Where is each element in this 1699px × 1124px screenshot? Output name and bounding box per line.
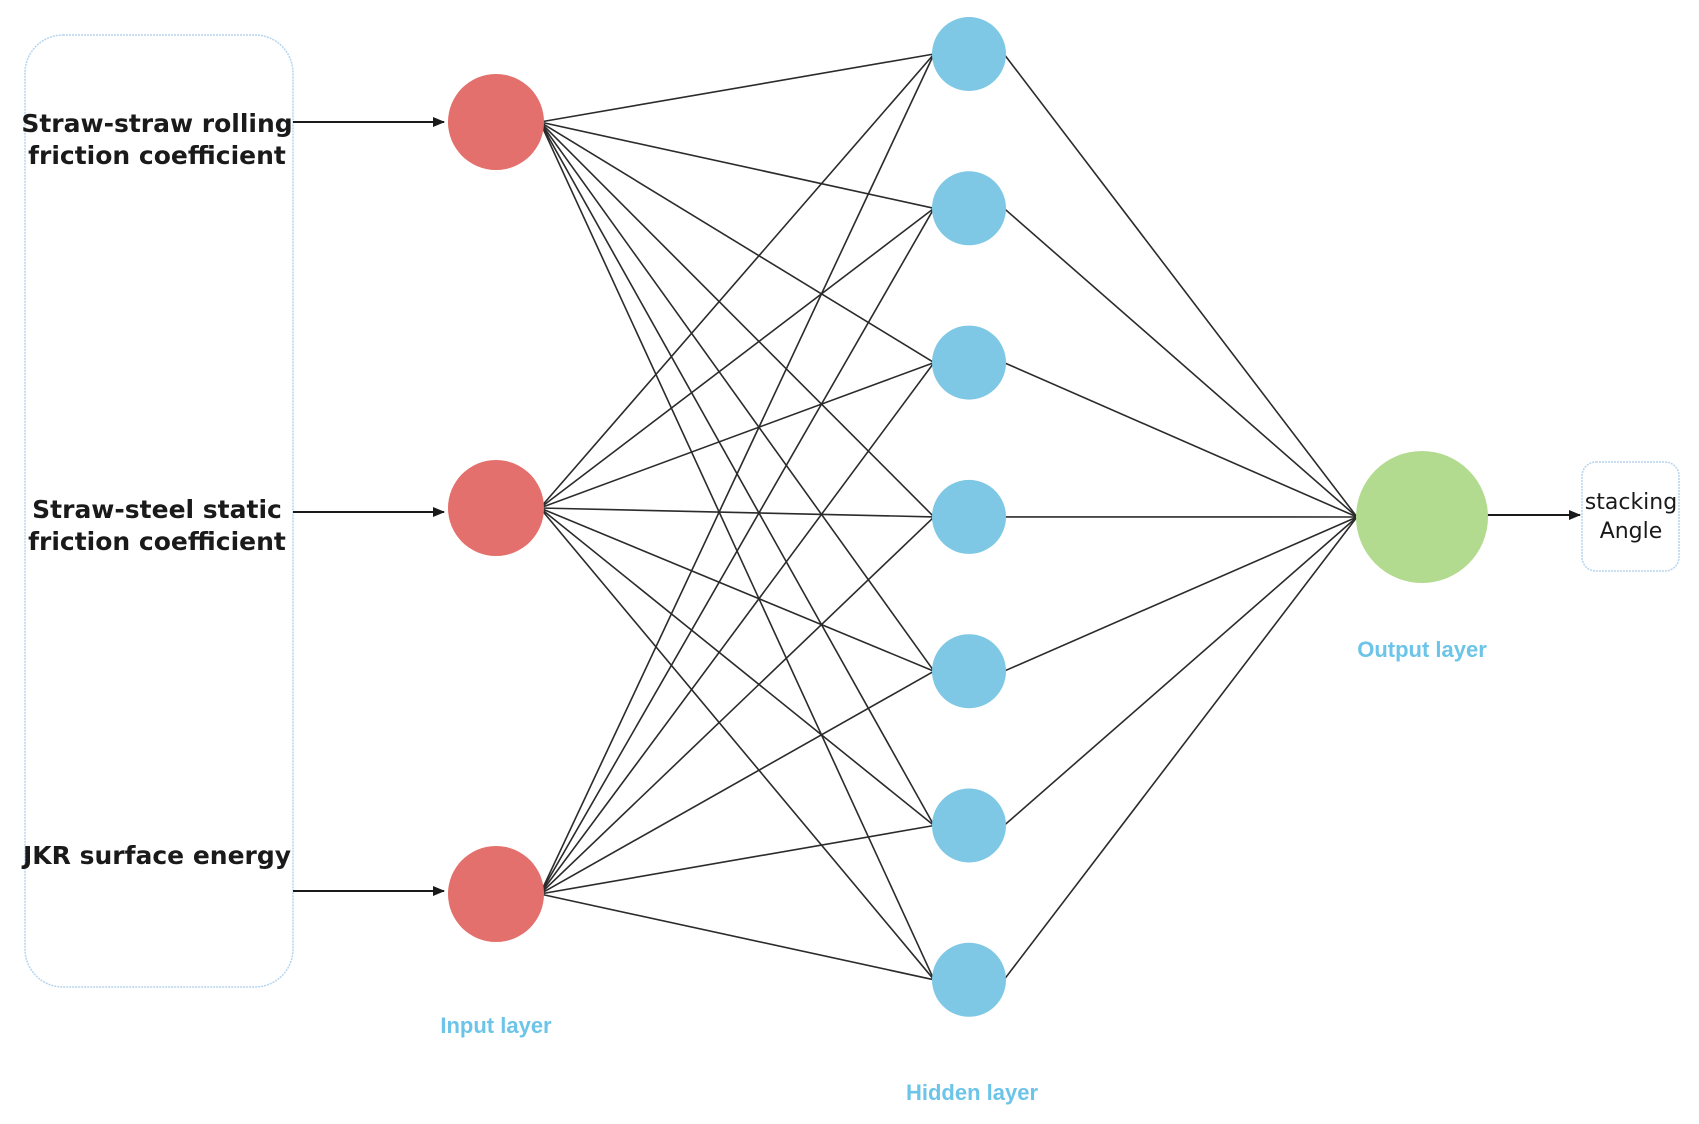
- hidden-node-2: [932, 171, 1006, 246]
- output-layer-nodes: [1356, 451, 1488, 583]
- edge-hidden7-output: [1003, 516, 1358, 981]
- input-label-1-line2: friction coefficient: [28, 141, 286, 170]
- edge-input1-hidden3: [539, 121, 935, 364]
- edge-input1-hidden2: [539, 121, 935, 210]
- input-node-3: [448, 846, 544, 942]
- edge-input3-hidden1: [539, 53, 935, 895]
- output-layer-label: Output layer: [1357, 637, 1487, 662]
- input-node-1: [448, 74, 544, 170]
- edge-input3-hidden7: [539, 893, 935, 981]
- input-features-box: [24, 34, 294, 988]
- edge-input2-hidden4: [539, 507, 935, 518]
- input-label-1-line1: Straw-straw rolling: [21, 109, 292, 138]
- hidden-layer-nodes: [932, 17, 1006, 1017]
- hidden-layer-label: Hidden layer: [906, 1080, 1038, 1105]
- edge-input2-hidden6: [539, 507, 935, 827]
- input-label-2-line1: Straw-steel static: [32, 495, 282, 524]
- input-node-2: [448, 460, 544, 556]
- edge-hidden3-output: [1003, 361, 1358, 518]
- hidden-node-6: [932, 788, 1006, 863]
- edge-input2-hidden3: [539, 361, 935, 509]
- input-label-3: JKR surface energy: [21, 841, 291, 870]
- hidden-node-7: [932, 942, 1006, 1017]
- output-label-line2: Angle: [1600, 519, 1663, 544]
- input-layer-nodes: [448, 74, 544, 942]
- edge-input2-hidden7: [539, 507, 935, 981]
- edge-hidden6-output: [1003, 516, 1358, 827]
- hidden-output-connections: [1003, 53, 1358, 981]
- input-label-2-line2: friction coefficient: [28, 527, 286, 556]
- edge-input3-hidden6: [539, 824, 935, 895]
- hidden-node-4: [932, 479, 1006, 554]
- edge-input3-hidden5: [539, 670, 935, 895]
- input-hidden-connections: [539, 53, 935, 981]
- input-layer-label: Input layer: [440, 1013, 552, 1038]
- edge-input1-hidden1: [539, 53, 935, 123]
- hidden-node-1: [932, 17, 1006, 91]
- edge-hidden2-output: [1003, 207, 1358, 518]
- edge-input2-hidden1: [539, 53, 935, 509]
- edge-hidden1-output: [1003, 53, 1358, 518]
- edge-input2-hidden2: [539, 207, 935, 509]
- edge-input2-hidden5: [539, 507, 935, 672]
- edge-input3-hidden2: [539, 207, 935, 895]
- hidden-node-5: [932, 634, 1006, 709]
- edge-hidden5-output: [1003, 516, 1358, 672]
- output-node: [1356, 451, 1488, 583]
- hidden-node-3: [932, 325, 1006, 400]
- output-label-line1: stacking: [1585, 490, 1677, 515]
- edge-input3-hidden4: [539, 516, 935, 895]
- output-box: [1581, 461, 1680, 572]
- edge-input3-hidden3: [539, 362, 935, 895]
